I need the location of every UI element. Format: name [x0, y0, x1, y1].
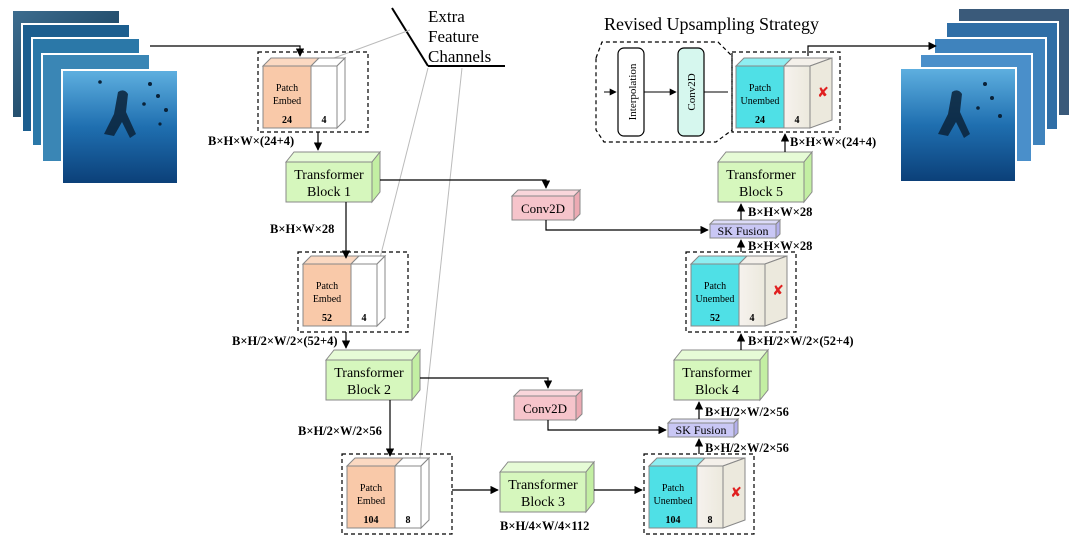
transformer-block-2: Transformer Block 2 [324, 348, 422, 402]
svg-text:Patch: Patch [360, 483, 382, 494]
svg-text:24: 24 [755, 115, 765, 126]
svg-text:Embed: Embed [357, 496, 385, 507]
transformer-block-3: Transformer Block 3 [498, 460, 596, 514]
svg-text:4: 4 [750, 313, 755, 324]
transformer-block-4: Transformer Block 4 [672, 348, 770, 402]
drop-mark-icon: ✘ [772, 283, 784, 299]
svg-text:SK Fusion: SK Fusion [717, 224, 768, 238]
svg-text:4: 4 [362, 313, 367, 324]
svg-text:Block 4: Block 4 [695, 383, 739, 398]
svg-text:4: 4 [795, 115, 800, 126]
svg-text:52: 52 [322, 313, 332, 324]
svg-text:Transformer: Transformer [682, 366, 752, 381]
extra-feature-line2: Feature [428, 27, 479, 46]
patch-embed-2: Patch Embed 52 4 [297, 251, 409, 333]
patch-embed-3: Patch Embed 104 8 [341, 453, 453, 535]
diver-silhouette [104, 90, 136, 138]
svg-text:Patch: Patch [662, 483, 684, 494]
svg-text:8: 8 [708, 515, 713, 526]
svg-text:Block 2: Block 2 [347, 383, 391, 398]
svg-text:Conv2D: Conv2D [521, 201, 565, 216]
sk-fusion-2: SK Fusion [666, 417, 740, 439]
drop-mark-icon: ✘ [730, 485, 742, 501]
extra-feature-line3: Channels [428, 47, 491, 66]
extra-feature-channels-label: Extra Feature Channels [333, 7, 505, 459]
svg-text:104: 104 [666, 515, 681, 526]
dim-label: B×H×W×(24+4) [208, 134, 294, 148]
svg-text:SK Fusion: SK Fusion [675, 423, 726, 437]
svg-text:Transformer: Transformer [508, 478, 578, 493]
svg-text:Conv2D: Conv2D [523, 401, 567, 416]
dim-label: B×H×W×(24+4) [790, 135, 876, 149]
svg-text:8: 8 [406, 515, 411, 526]
dim-label: B×H×W×28 [748, 205, 812, 219]
svg-text:Patch: Patch [704, 281, 726, 292]
dim-label: B×H/2×W/2×(52+4) [232, 334, 338, 348]
svg-text:Block 1: Block 1 [307, 185, 351, 200]
svg-text:Transformer: Transformer [334, 366, 404, 381]
upsample-conv2d-label: Conv2D [686, 73, 698, 110]
svg-text:24: 24 [282, 115, 292, 126]
dim-label: B×H/2×W/2×56 [705, 405, 789, 419]
drop-mark-icon: ✘ [817, 85, 829, 101]
patch-unembed-3: Patch Unembed 24 4 ✘ [731, 51, 841, 133]
output-image-stack [899, 7, 1071, 183]
dim-label: B×H/2×W/2×56 [705, 441, 789, 455]
svg-text:Patch: Patch [276, 83, 298, 94]
dim-label: B×H/4×W/4×112 [500, 519, 589, 533]
svg-text:Unembed: Unembed [741, 96, 780, 107]
patch-unembed-1: Patch Unembed 104 8 ✘ [643, 453, 755, 535]
svg-text:Embed: Embed [313, 294, 341, 305]
extra-feature-line1: Extra [428, 7, 465, 26]
dim-label: B×H×W×28 [270, 222, 334, 236]
transformer-block-1: Transformer Block 1 [284, 150, 382, 204]
svg-text:Transformer: Transformer [726, 168, 796, 183]
patch-embed-1: Patch Embed 24 4 [257, 51, 369, 133]
conv2d-skip-2: Conv2D [512, 388, 584, 422]
svg-text:Patch: Patch [316, 281, 338, 292]
svg-text:Unembed: Unembed [654, 496, 693, 507]
sk-fusion-1: SK Fusion [708, 218, 782, 240]
interpolation-label: Interpolation [627, 63, 639, 120]
transformer-block-5: Transformer Block 5 [716, 150, 814, 204]
svg-text:Unembed: Unembed [696, 294, 735, 305]
svg-text:Embed: Embed [273, 96, 301, 107]
svg-text:4: 4 [322, 115, 327, 126]
input-image-stack [11, 9, 179, 185]
dim-label: B×H×W×28 [748, 239, 812, 253]
svg-text:104: 104 [364, 515, 379, 526]
svg-text:Block 5: Block 5 [739, 185, 783, 200]
upsampling-title: Revised Upsampling Strategy [604, 14, 819, 34]
conv2d-skip-1: Conv2D [510, 188, 582, 222]
dim-label: B×H/2×W/2×56 [298, 424, 382, 438]
svg-text:Block 3: Block 3 [521, 495, 565, 510]
svg-text:52: 52 [710, 313, 720, 324]
svg-text:Transformer: Transformer [294, 168, 364, 183]
patch-unembed-2: Patch Unembed 52 4 ✘ [685, 251, 797, 333]
dimension-labels: B×H×W×(24+4) B×H×W×28 B×H/2×W/2×(52+4) B… [208, 134, 876, 533]
connectors [150, 41, 937, 495]
dim-label: B×H/2×W/2×(52+4) [748, 334, 854, 348]
svg-text:Patch: Patch [749, 83, 771, 94]
upsampling-inset: Interpolation Conv2D [595, 41, 733, 143]
input-underwater-image [61, 69, 179, 185]
